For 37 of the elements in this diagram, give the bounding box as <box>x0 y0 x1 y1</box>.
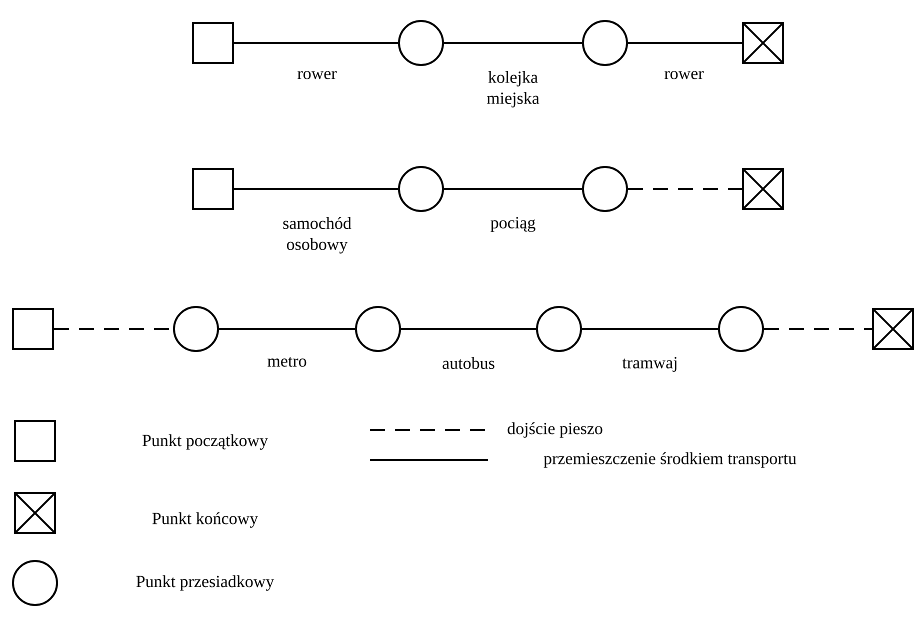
transfer-circle <box>582 166 628 212</box>
connector-line <box>444 188 582 190</box>
dashed-line <box>628 188 742 190</box>
transfer-circle <box>582 20 628 66</box>
legend-label: Punkt przesiadkowy <box>136 575 274 591</box>
legend-label: przemieszczenie środkiem transportu <box>544 452 796 468</box>
start-square <box>192 22 234 64</box>
end-square <box>872 308 914 350</box>
edge-label: kolejka miejska <box>486 71 540 108</box>
edge-label: metro <box>268 357 306 367</box>
transfer-circle <box>398 166 444 212</box>
transfer-circle <box>398 20 444 66</box>
connector-line <box>628 42 742 44</box>
edge-label: samochód osobowy <box>283 217 352 254</box>
end-square <box>742 168 784 210</box>
transfer-circle <box>173 306 219 352</box>
start-square <box>192 168 234 210</box>
edge-label: pociąg <box>490 217 536 232</box>
connector-line <box>444 42 582 44</box>
dashed-line <box>764 328 872 330</box>
transfer-circle <box>355 306 401 352</box>
transfer-circle <box>718 306 764 352</box>
edge-label: autobus <box>442 357 494 369</box>
legend-label: Punkt końcowy <box>152 512 258 528</box>
start-square <box>12 308 54 350</box>
connector-line <box>234 188 398 190</box>
edge-label: tramwaj <box>622 357 676 372</box>
edge-label: rower <box>664 71 704 80</box>
connector-line <box>234 42 398 44</box>
transfer-circle <box>536 306 582 352</box>
end-square <box>742 22 784 64</box>
legend-label: Punkt początkowy <box>142 434 268 450</box>
connector-line <box>401 328 536 330</box>
legend-label: dojście pieszo <box>508 422 602 438</box>
connector-line <box>219 328 355 330</box>
connector-line <box>582 328 718 330</box>
edge-label: rower <box>298 71 337 80</box>
